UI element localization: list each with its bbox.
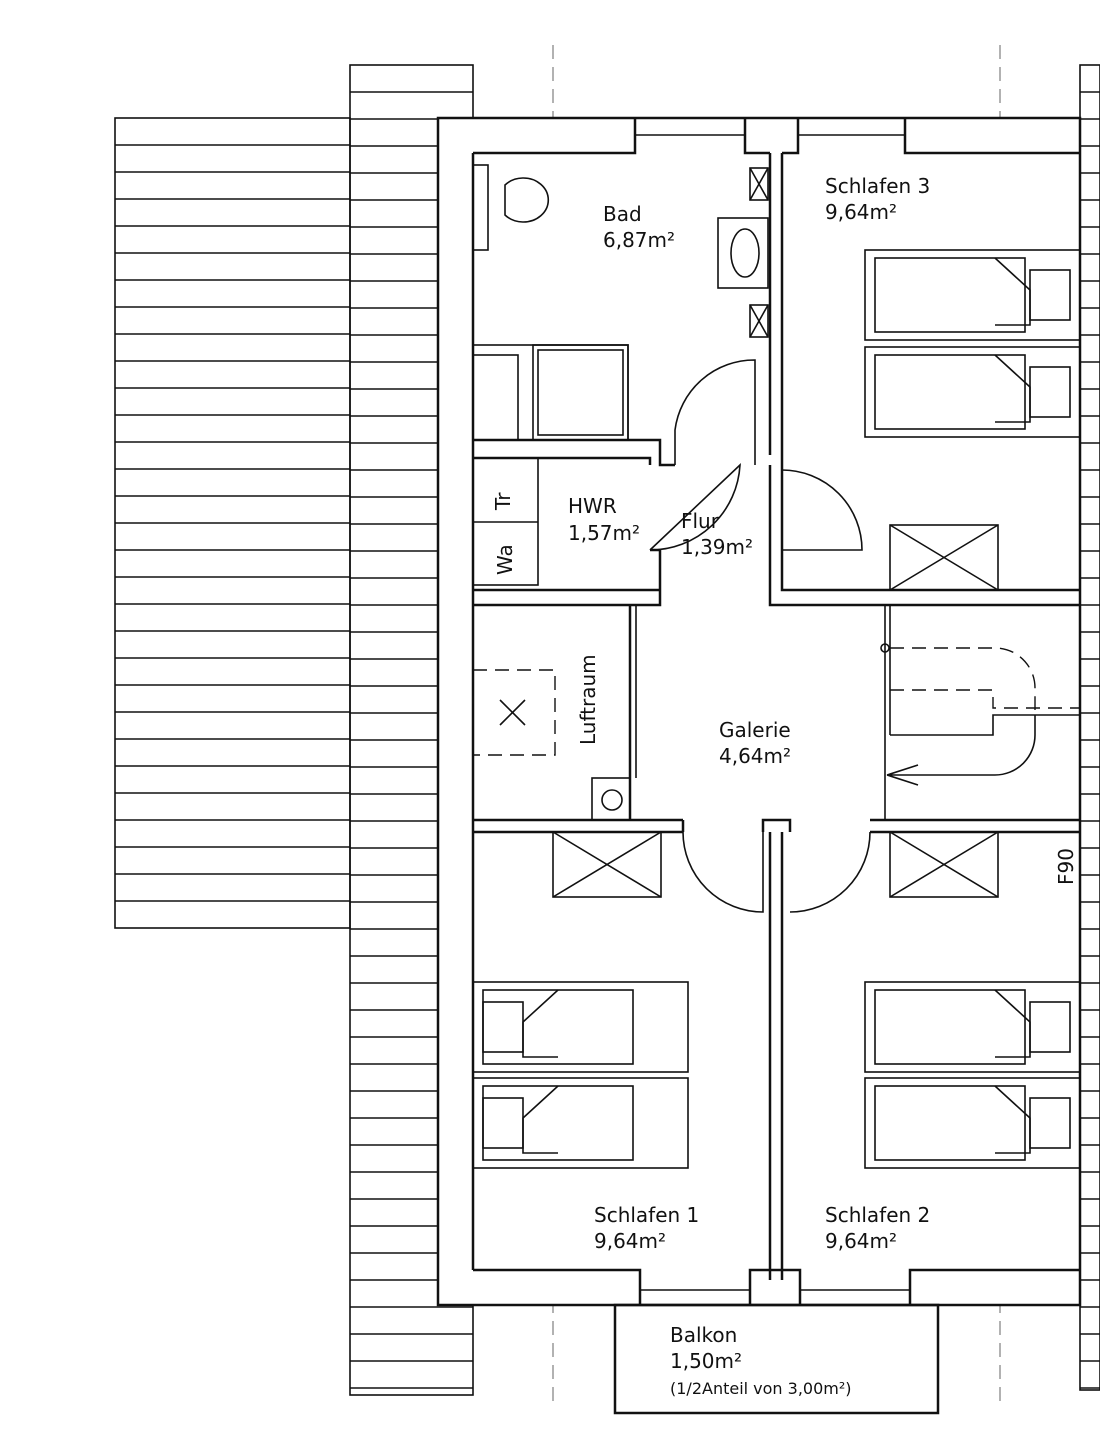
room-name-flur: Flur [681, 509, 720, 533]
blanket-fold [994, 1085, 1031, 1154]
fire-rating-label: F90 [1054, 848, 1078, 885]
dryer-label: Tr [491, 492, 515, 511]
doors[interactable] [649, 359, 871, 913]
room-name-balkon: Balkon [670, 1323, 737, 1347]
room-area-bad: 6,87m² [603, 228, 675, 252]
closets [552, 524, 999, 898]
mattress [874, 1085, 1026, 1161]
blanket-fold [994, 989, 1031, 1058]
bed [864, 1077, 1081, 1169]
balkon-note: (1/2Anteil von 3,00m²) [670, 1379, 852, 1398]
bed-frame [472, 981, 689, 1073]
shaft-luftraum [472, 669, 631, 821]
room-area-balkon: 1,50m² [670, 1349, 742, 1373]
washer-label: Wa [493, 544, 517, 575]
bed [472, 981, 689, 1073]
bed-frame [472, 1077, 689, 1169]
bed [864, 346, 1081, 438]
blanket-fold [522, 989, 559, 1058]
bed-frame [864, 346, 1081, 438]
mattress [874, 354, 1026, 430]
room-name-schlafen2: Schlafen 2 [825, 1203, 930, 1227]
room-area-galerie: 4,64m² [719, 744, 791, 768]
room-area-flur: 1,39m² [681, 535, 753, 559]
blanket-fold [994, 257, 1031, 326]
bed-frame [864, 249, 1081, 341]
room-name-schlafen3: Schlafen 3 [825, 174, 930, 198]
room-name-hwr: HWR [568, 494, 617, 518]
beds [472, 249, 1081, 1169]
balcony-outline [613, 1303, 940, 1415]
bed [864, 249, 1081, 341]
room-name-schlafen1: Schlafen 1 [594, 1203, 699, 1227]
room-name-bad: Bad [603, 202, 642, 226]
blanket-fold [994, 354, 1031, 423]
bed [472, 1077, 689, 1169]
room-name-galerie: Galerie [719, 718, 791, 742]
walls [436, 116, 1082, 1415]
room-area-hwr: 1,57m² [568, 521, 640, 545]
bed-frame [864, 1077, 1081, 1169]
blanket-fold [522, 1085, 559, 1154]
room-name-luftraum: Luftraum [576, 654, 600, 745]
bed-frame [864, 981, 1081, 1073]
room-area-schlafen3: 9,64m² [825, 200, 897, 224]
staircase [880, 605, 1080, 820]
bathroom-fixtures [472, 164, 769, 586]
mattress [874, 257, 1026, 333]
room-labels: Bad 6,87m² Schlafen 3 9,64m² HWR 1,57m² … [491, 174, 1078, 1398]
bed [864, 981, 1081, 1073]
room-area-schlafen1: 9,64m² [594, 1229, 666, 1253]
room-area-schlafen2: 9,64m² [825, 1229, 897, 1253]
mattress [874, 989, 1026, 1065]
